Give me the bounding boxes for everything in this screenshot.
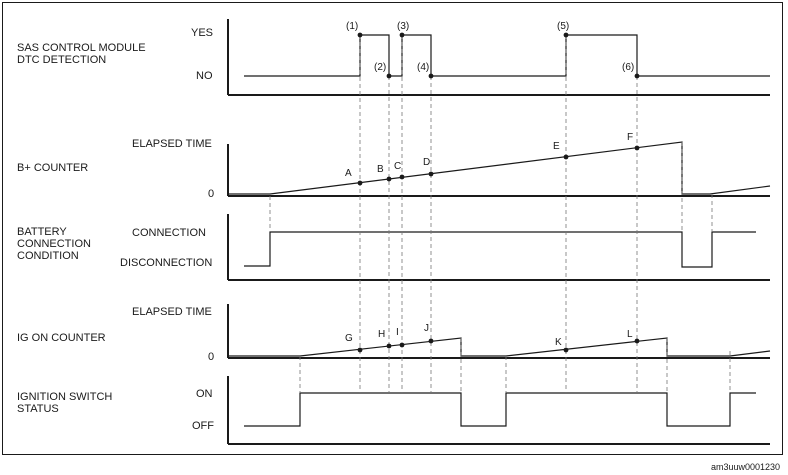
ig-dot-i [399, 342, 405, 348]
bplus-dot-d [428, 171, 434, 177]
bplus-dot-e [563, 154, 569, 160]
ig-dot-j [428, 338, 434, 344]
bplus-point-label-a: A [345, 168, 352, 179]
level-ig-max: ELAPSED TIME [132, 306, 212, 318]
ig-point-label-g: G [345, 333, 353, 344]
level-bplus-zero: 0 [208, 188, 215, 200]
event-label-2: (2) [374, 62, 387, 73]
battery-signal [244, 231, 756, 268]
level-battery-disconnection: DISCONNECTION [120, 257, 213, 269]
event-dot-2 [386, 73, 392, 79]
ig-counter-line [228, 337, 771, 357]
event-label-3: (3) [397, 21, 410, 32]
bplus-point-label-c: C [394, 161, 402, 172]
bplus-dot-f [634, 145, 640, 151]
level-battery-connection: CONNECTION [132, 227, 206, 239]
ignition-signal [244, 392, 756, 427]
bplus-point-label-e: E [553, 141, 560, 152]
event-label-6: (6) [622, 62, 635, 73]
sas-axes [227, 19, 770, 96]
event-dot-4 [428, 73, 434, 79]
event-dot-5 [563, 32, 569, 38]
bplus-point-label-f: F [627, 132, 634, 143]
ignition-axes [227, 376, 770, 445]
ig-point-label-k: K [555, 337, 562, 348]
diagram-frame [2, 2, 783, 455]
event-dot-6 [634, 73, 640, 79]
ig-point-label-h: H [378, 329, 386, 340]
event-dot-1 [357, 32, 363, 38]
ig-dot-k [563, 347, 569, 353]
guide-lines [269, 35, 731, 393]
figure-code: am3uuw0001230 [710, 462, 780, 472]
ig-dot-l [634, 338, 640, 344]
bplus-point-label-b: B [377, 164, 384, 175]
level-ignition-off: OFF [192, 420, 214, 432]
row-label-bplus: B+ COUNTER [17, 162, 89, 174]
ig-dot-h [386, 343, 392, 349]
ig-point-label-i: I [396, 327, 399, 338]
event-label-4: (4) [417, 62, 430, 73]
level-bplus-max: ELAPSED TIME [132, 138, 212, 150]
battery-axes [227, 214, 770, 281]
bplus-point-label-d: D [423, 157, 431, 168]
level-sas-no: NO [196, 70, 213, 82]
bplus-dot-c [399, 174, 405, 180]
sas-signal [244, 34, 770, 77]
event-dot-3 [399, 32, 405, 38]
ig-point-label-l: L [627, 329, 633, 340]
level-ig-zero: 0 [208, 351, 215, 363]
ig-point-label-j: J [424, 323, 429, 334]
bplus-counter-line [228, 141, 771, 195]
ig-dot-g [357, 347, 363, 353]
event-label-1: (1) [346, 21, 359, 32]
level-sas-yes: YES [191, 27, 214, 39]
bplus-dot-a [357, 180, 363, 186]
level-ignition-on: ON [196, 388, 213, 400]
row-label-ig: IG ON COUNTER [17, 332, 106, 344]
bplus-axes [227, 144, 770, 197]
event-markers [357, 32, 640, 353]
ig-axes [227, 304, 770, 359]
event-label-5: (5) [557, 21, 570, 32]
bplus-dot-b [386, 176, 392, 182]
